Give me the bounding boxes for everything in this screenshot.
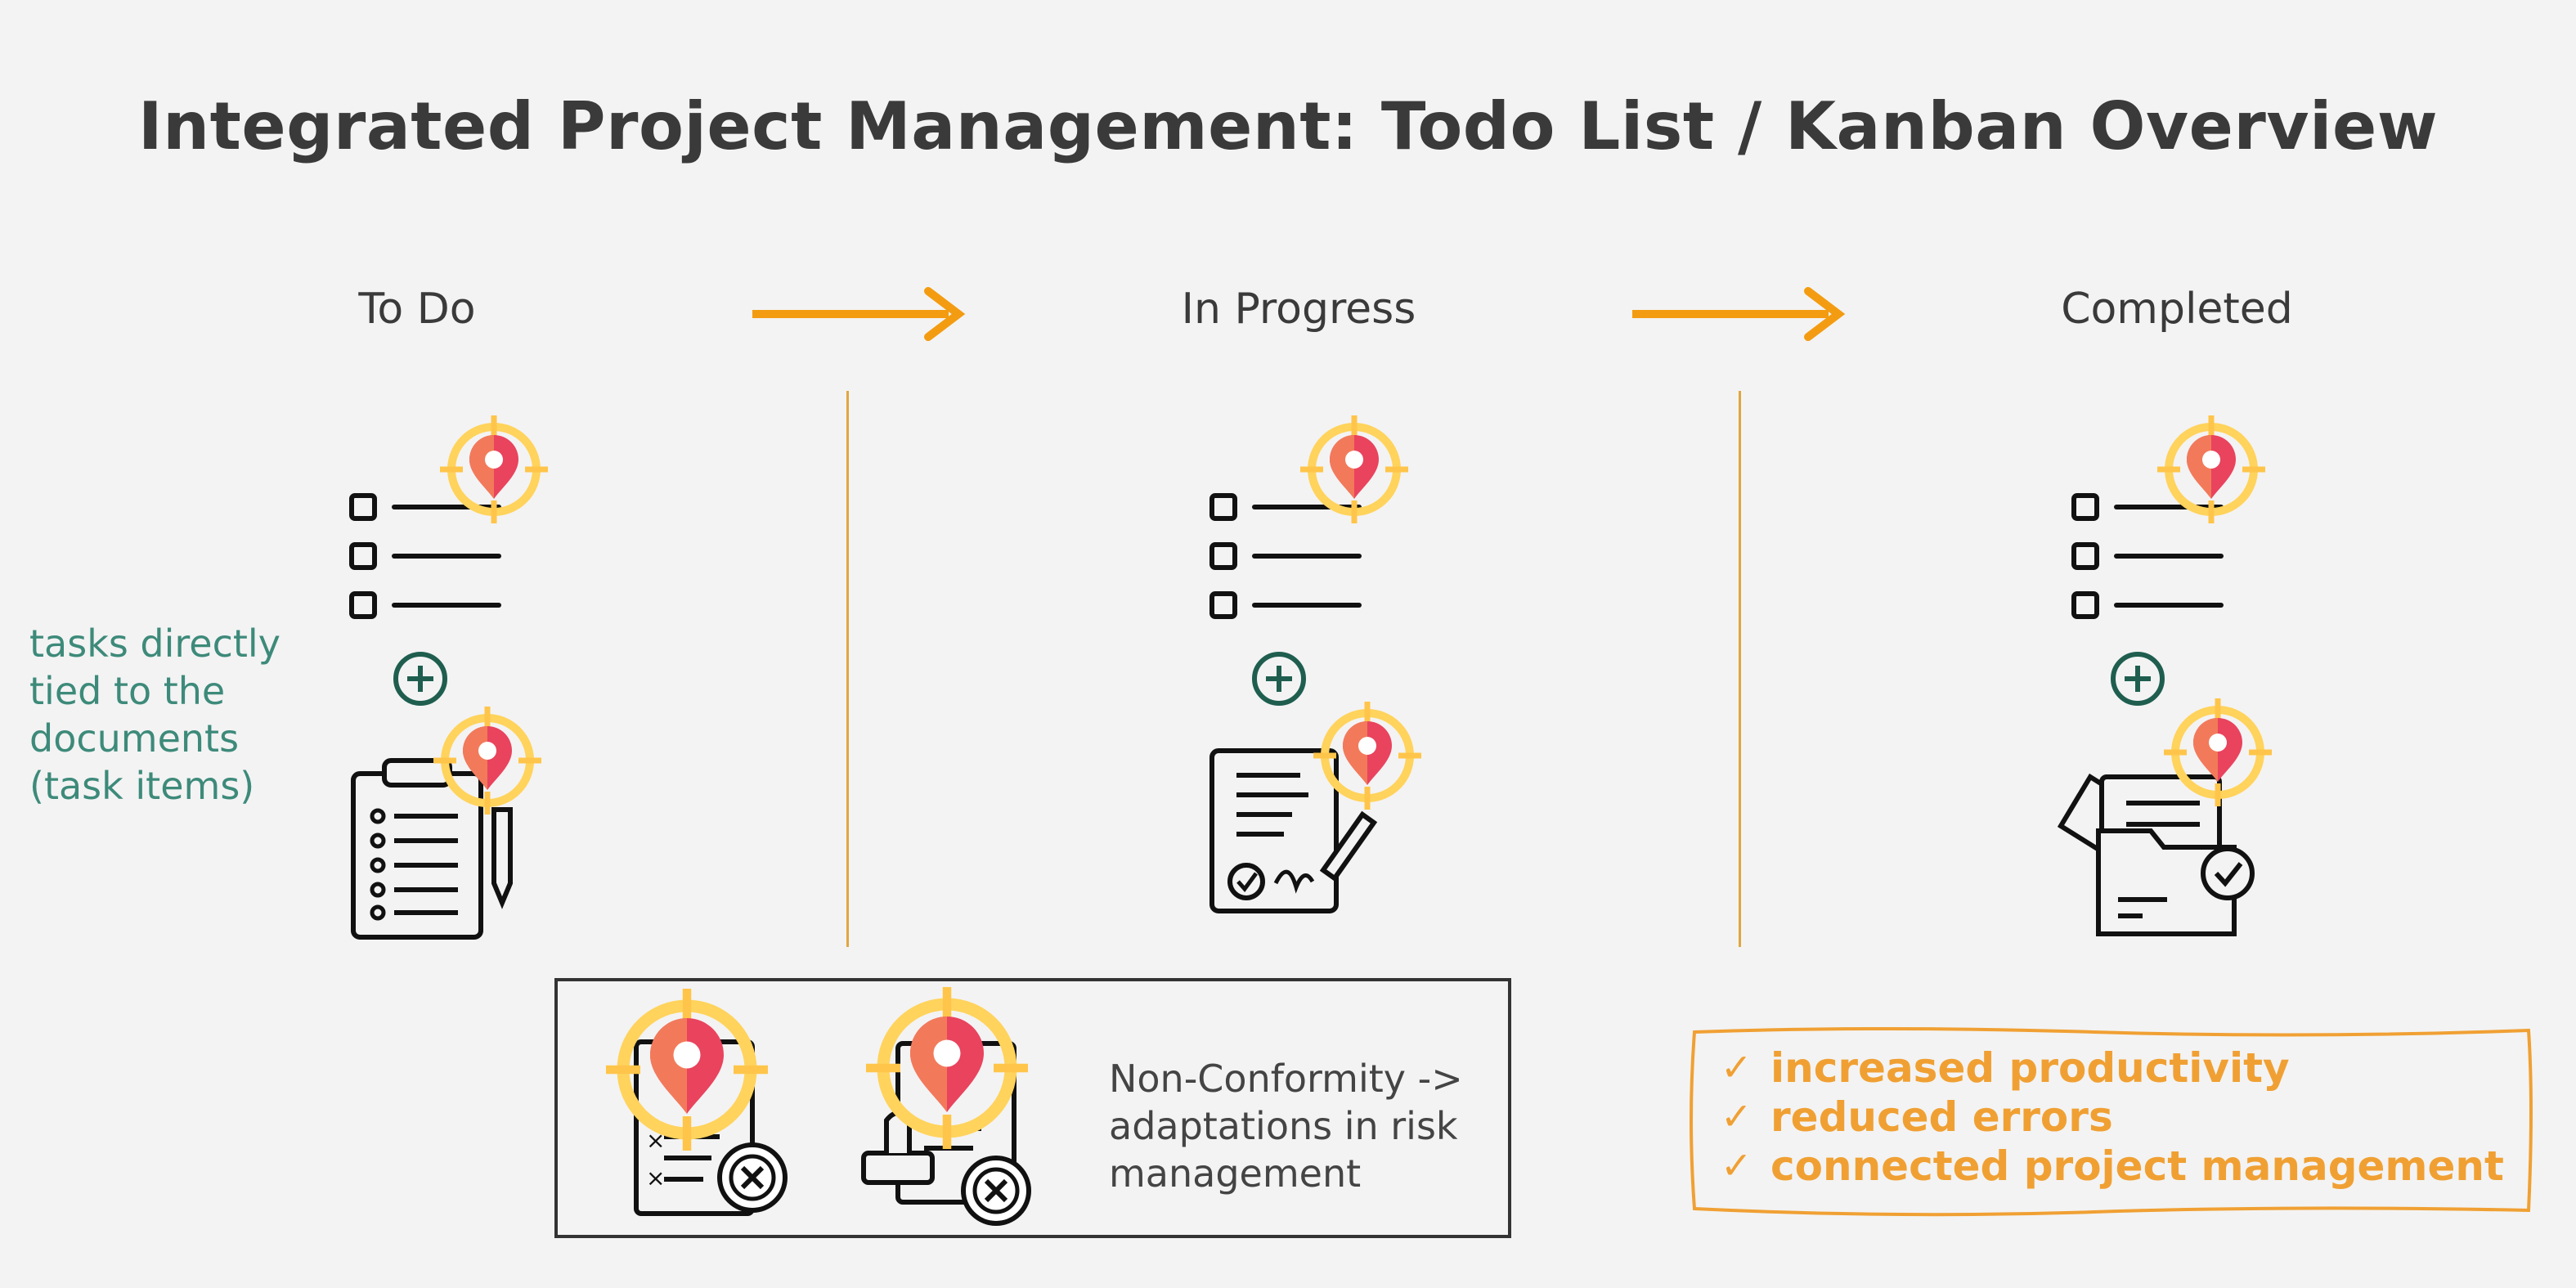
checklist-icon xyxy=(1212,496,1359,617)
certificate-rejected-icon: × × xyxy=(634,1039,755,1216)
plus-icon xyxy=(2113,654,2162,703)
benefit-item: increased productivity xyxy=(1770,1044,2290,1092)
check-icon: ✓ xyxy=(1721,1045,1752,1089)
signed-document-icon xyxy=(1209,748,1378,913)
arrow-right-icon xyxy=(752,287,966,341)
check-icon: ✓ xyxy=(1721,1143,1752,1187)
location-target-icon xyxy=(606,989,768,1151)
column-divider xyxy=(846,391,849,947)
column-header-todo: To Do xyxy=(358,285,476,334)
checklist-icon xyxy=(352,496,499,617)
page-title: Integrated Project Management: Todo List… xyxy=(137,88,2439,164)
non-conformity-text: Non-Conformity -> adaptations in risk ma… xyxy=(1109,1057,1463,1196)
column-header-completed: Completed xyxy=(2061,285,2293,334)
location-target-icon xyxy=(1313,702,1421,810)
non-conformity-box xyxy=(554,978,1511,1238)
reject-icon xyxy=(720,1145,785,1210)
check-icon: ✓ xyxy=(1721,1094,1752,1138)
side-note: tasks directly tied to the documents (ta… xyxy=(29,622,280,808)
clipboard-icon xyxy=(351,758,513,940)
plus-icon xyxy=(396,654,445,703)
benefits-box xyxy=(1690,1027,2533,1217)
benefit-item: reduced errors xyxy=(1770,1093,2113,1141)
reject-icon xyxy=(963,1158,1029,1223)
svg-text:×: × xyxy=(646,1165,665,1192)
folder-check-icon xyxy=(2057,773,2255,936)
column-header-in-progress: In Progress xyxy=(1181,285,1416,334)
benefit-item: connected project management xyxy=(1770,1142,2504,1190)
location-target-icon xyxy=(433,707,541,815)
plus-icon xyxy=(1254,654,1304,703)
arrow-right-icon xyxy=(1632,287,1846,341)
column-divider xyxy=(1739,391,1741,947)
